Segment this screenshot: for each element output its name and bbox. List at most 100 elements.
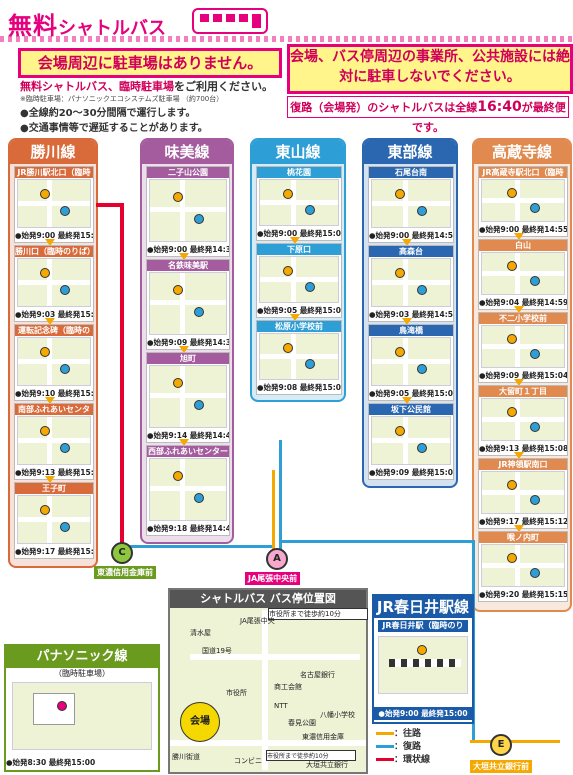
bus-stop-name: 不二小学校前 bbox=[479, 313, 567, 324]
map-label: 市役所 bbox=[226, 689, 247, 697]
bus-stop: 高森台 ●始発9:03 最終発14:58 bbox=[368, 245, 454, 322]
bus-stop-time: ●始発9:08 最終発15:08 bbox=[257, 383, 341, 392]
bus-stop-time: ●始発9:17 最終発15:17 bbox=[15, 547, 93, 556]
outbound-stop-pin bbox=[395, 189, 406, 200]
hub-e: E bbox=[490, 734, 512, 756]
temp-parking-note: ※臨時駐車場：パナソニックエコシステムズ駐車場 （約700台） bbox=[20, 95, 224, 103]
down-arrow-icon bbox=[45, 239, 55, 246]
map-label: 八幡小学校 bbox=[320, 711, 355, 719]
route-column-2: 東山線 桃花園 ●始発9:00 最終発15:00 下原口 ●始発9:05 最終発… bbox=[250, 138, 346, 402]
walk-note-bottom: 市役所まで徒歩約10分 bbox=[266, 750, 356, 761]
down-arrow-icon bbox=[179, 253, 189, 260]
hub-e-label: 大垣共立銀行前 bbox=[470, 760, 532, 773]
outbound-stop-pin bbox=[506, 334, 517, 345]
outbound-stop-pin bbox=[506, 407, 517, 418]
bus-stop-time: ●始発9:03 最終発14:58 bbox=[369, 310, 453, 319]
bus-stop-map bbox=[17, 337, 91, 386]
map-label: JA尾張中央 bbox=[240, 617, 275, 625]
down-arrow-icon bbox=[290, 314, 300, 321]
bus-stop-pin bbox=[417, 645, 427, 655]
return-stop-pin bbox=[529, 348, 540, 359]
outbound-stop-pin bbox=[506, 480, 517, 491]
outbound-stop-pin bbox=[39, 268, 50, 279]
outbound-stop-pin bbox=[39, 189, 50, 200]
bus-stop-map bbox=[481, 398, 565, 441]
bus-stop: 松原小学校前 ●始発9:08 最終発15:08 bbox=[256, 320, 342, 395]
outbound-stop-pin bbox=[39, 347, 50, 358]
bus-stop-map bbox=[149, 272, 227, 335]
bus-stop-map bbox=[17, 495, 91, 544]
return-stop-pin bbox=[305, 281, 316, 292]
down-arrow-icon bbox=[179, 346, 189, 353]
bus-stop: 運転記念碑（臨時のりば） ●始発9:10 最終発15:10 bbox=[14, 324, 94, 401]
bus-stop: 二子山公園 ●始発9:00 最終発14:30 bbox=[146, 166, 230, 257]
bus-stop-time: ●始発9:05 最終発15:00 bbox=[369, 389, 453, 398]
map-label: 名古屋銀行 bbox=[300, 671, 335, 679]
legend: ：往路 ：復路 ：環状線 bbox=[376, 726, 430, 765]
bus-stop-map bbox=[481, 544, 565, 587]
kasugai-stop-name: JR春日井駅（臨時のりば） bbox=[378, 620, 468, 642]
no-parking-facilities-notice: 会場、バス停周辺の事業所、公共施設には絶対に駐車しないでください。 bbox=[287, 44, 573, 94]
bus-stop-time: ●始発9:00 最終発14:55 bbox=[369, 231, 453, 240]
outbound-stop-pin bbox=[283, 266, 294, 276]
bus-stop: 桃花園 ●始発9:00 最終発15:00 bbox=[256, 166, 342, 241]
bus-stop-name: 南部ふれあいセンター bbox=[15, 404, 93, 425]
bus-stop-time: ●始発9:09 最終発15:04 bbox=[369, 468, 453, 477]
last-bus-notice: 復路（会場発）のシャトルバスは全線16:40が最終便です。 bbox=[287, 96, 569, 134]
bus-stop-name: 喉ノ内町 bbox=[479, 532, 567, 543]
route-column-0: 勝川線 JR勝川駅北口（臨時のりば） ●始発9:00 最終発15:00 勝川口（… bbox=[8, 138, 98, 568]
bus-stop-map bbox=[481, 471, 565, 514]
route-line-katsukawa bbox=[120, 205, 124, 550]
bus-stop-time: ●始発9:04 最終発14:59 bbox=[479, 298, 567, 307]
return-stop-pin bbox=[59, 521, 70, 532]
return-stop-pin bbox=[417, 363, 428, 374]
bus-stop-name: 松原小学校前 bbox=[257, 321, 341, 332]
map-label: コンビニ bbox=[234, 757, 262, 765]
map-label: 勝川街道 bbox=[172, 753, 200, 761]
down-arrow-icon bbox=[45, 476, 55, 483]
outbound-stop-pin bbox=[395, 426, 406, 437]
bus-stop-map bbox=[481, 179, 565, 222]
return-stop-pin bbox=[305, 204, 316, 215]
rail-track bbox=[389, 659, 461, 667]
bus-stop-name: 鳥滝橋 bbox=[369, 325, 453, 336]
outbound-stop-pin bbox=[39, 505, 50, 516]
outbound-stop-pin bbox=[172, 192, 183, 203]
bus-stop-name: 二子山公園 bbox=[147, 167, 229, 178]
bus-stop-map bbox=[371, 258, 451, 307]
bus-stop-map bbox=[17, 258, 91, 307]
return-stop-pin bbox=[529, 202, 540, 213]
bus-stop-name: 勝川口（臨時のりば） bbox=[15, 246, 95, 257]
parking-pin bbox=[57, 701, 67, 711]
bus-stop-name: JR勝川駅北口（臨時のりば） bbox=[15, 167, 93, 188]
return-stop-pin bbox=[529, 494, 540, 505]
route-line-title: 勝川線 bbox=[10, 140, 96, 164]
bus-stop: 南部ふれあいセンター ●始発9:13 最終発15:13 bbox=[14, 403, 94, 480]
map-label: 清水屋 bbox=[190, 629, 211, 637]
panasonic-line: パナソニック線 （臨時駐車場） ●始発8:30 最終発15:00 bbox=[4, 644, 160, 772]
kasugai-line-title: JR春日井駅線 bbox=[374, 596, 472, 618]
bus-stop: 鳥滝橋 ●始発9:05 最終発15:00 bbox=[368, 324, 454, 401]
down-arrow-icon bbox=[402, 397, 412, 404]
bus-stop-map bbox=[371, 337, 451, 386]
return-stop-pin bbox=[194, 306, 205, 317]
bus-stop-map bbox=[17, 179, 91, 228]
outbound-stop-pin bbox=[395, 347, 406, 358]
down-arrow-icon bbox=[402, 239, 412, 246]
bus-stop-name: 坂下公民館 bbox=[369, 404, 453, 415]
hub-c: C bbox=[111, 542, 133, 564]
page-title: 無料シャトルバス bbox=[8, 6, 166, 41]
return-stop-pin bbox=[59, 363, 70, 374]
bus-stop-time: ●始発9:17 最終発15:12 bbox=[479, 517, 567, 526]
outbound-stop-pin bbox=[172, 471, 183, 482]
bus-stop-time: ●始発9:00 最終発14:30 bbox=[147, 245, 229, 254]
bus-stop-time: ●始発9:09 最終発14:39 bbox=[147, 338, 229, 347]
bus-stop-map bbox=[481, 252, 565, 295]
return-stop-pin bbox=[194, 399, 205, 410]
hub-a-label: JA尾張中央前 bbox=[245, 572, 301, 585]
bus-stop-map bbox=[149, 458, 227, 521]
bus-stop: 大留町１丁目 ●始発9:13 最終発15:08 bbox=[478, 385, 568, 456]
bus-stop-map bbox=[17, 416, 91, 465]
outbound-stop-pin bbox=[506, 188, 517, 199]
no-parking-notice: 会場周辺に駐車場はありません。 bbox=[18, 48, 282, 78]
